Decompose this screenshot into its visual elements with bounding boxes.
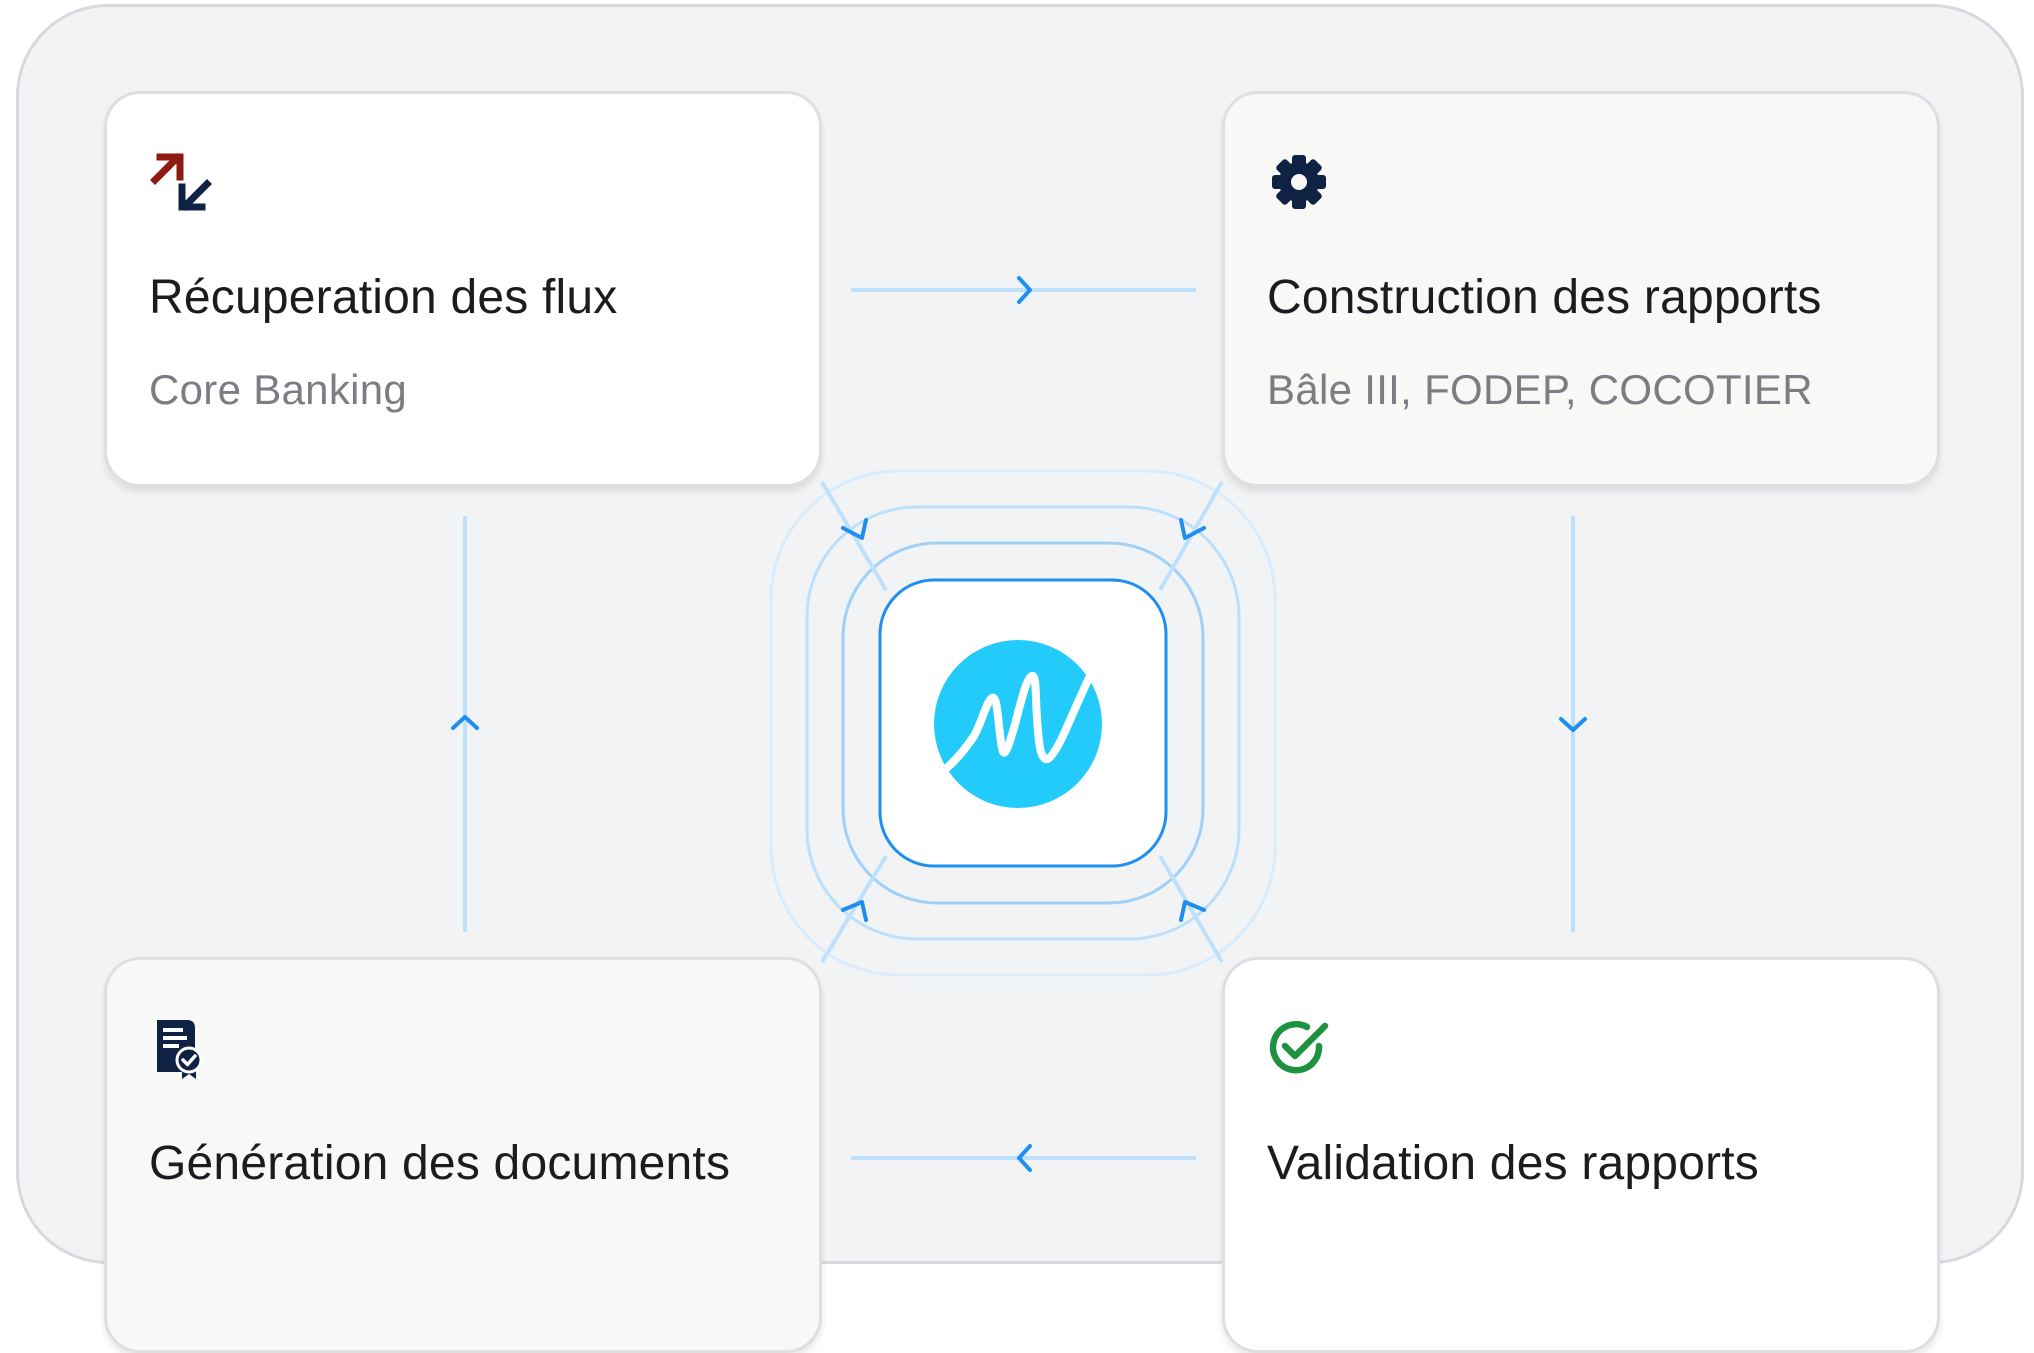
card-title: Validation des rapports <box>1267 1137 1760 1190</box>
center-logo-tile <box>878 578 1168 868</box>
card-title: Génération des documents <box>149 1137 731 1190</box>
card-recuperation-des-flux[interactable]: Récuperation des flux Core Banking <box>104 91 822 487</box>
certificate-document-icon <box>149 1016 213 1080</box>
brand-logo-icon <box>878 578 1168 868</box>
check-circle-icon <box>1267 1016 1331 1080</box>
card-validation-des-rapports[interactable]: Validation des rapports <box>1222 957 1940 1353</box>
card-generation-des-documents[interactable]: Génération des documents <box>104 957 822 1353</box>
card-title: Récuperation des flux <box>149 271 618 324</box>
card-construction-des-rapports[interactable]: Construction des rapports Bâle III, FODE… <box>1222 91 1940 487</box>
card-subtitle: Bâle III, FODEP, COCOTIER <box>1267 366 1813 413</box>
gear-icon <box>1267 150 1331 214</box>
card-subtitle: Core Banking <box>149 366 408 413</box>
bidirectional-arrows-icon <box>149 150 213 214</box>
card-title: Construction des rapports <box>1267 271 1822 324</box>
